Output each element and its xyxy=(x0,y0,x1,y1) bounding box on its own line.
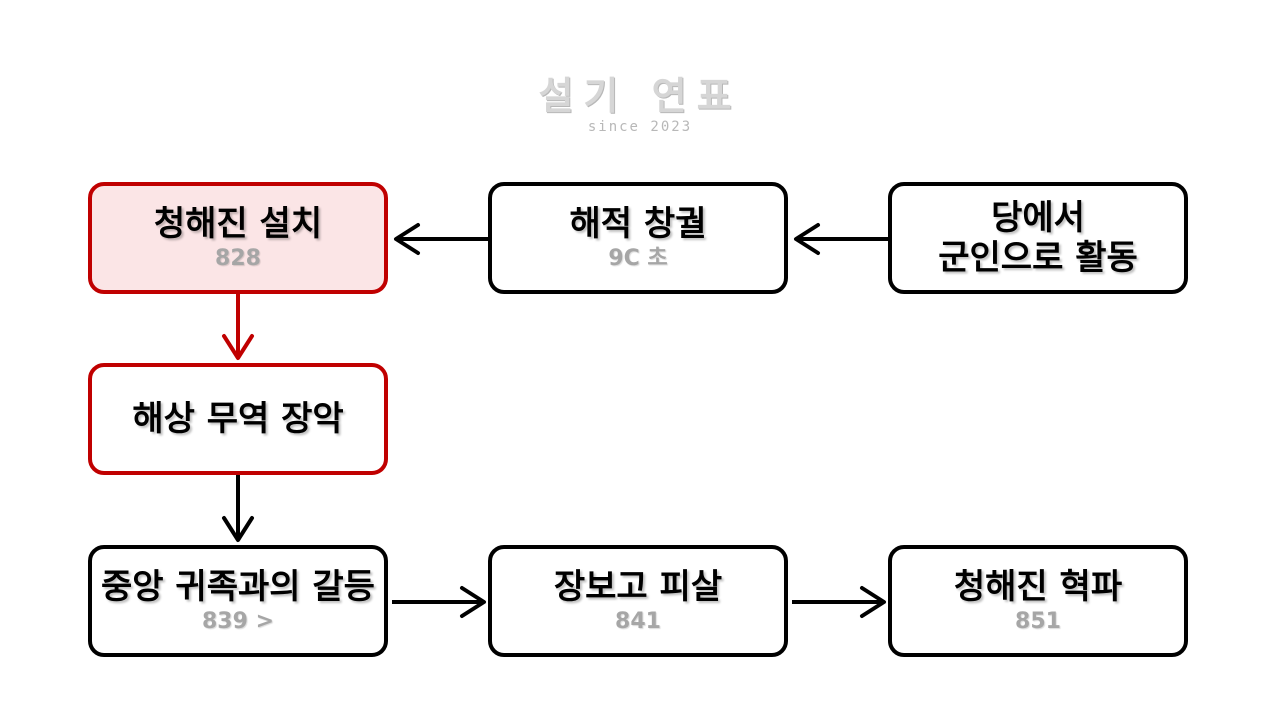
node-date: 841 xyxy=(615,609,661,634)
node-title: 청해진 설치 xyxy=(153,204,323,244)
node-conflict-with-nobles: 중앙 귀족과의 갈등 839 > xyxy=(88,545,388,657)
node-title: 중앙 귀족과의 갈등 xyxy=(101,567,375,607)
node-cheonghaejin-established: 청해진 설치 828 xyxy=(88,182,388,294)
node-date: 9C 초 xyxy=(608,246,668,271)
node-title: 해상 무역 장악 xyxy=(132,399,344,439)
node-maritime-trade: 해상 무역 장악 xyxy=(88,363,388,475)
node-soldier-in-tang: 당에서 군인으로 활동 xyxy=(888,182,1188,294)
node-date: 851 xyxy=(1015,609,1061,634)
node-date: 839 > xyxy=(201,609,274,634)
logo-subtitle: since 2023 xyxy=(587,119,693,135)
node-cheonghaejin-abolished: 청해진 혁파 851 xyxy=(888,545,1188,657)
node-pirates-rampant: 해적 창궐 9C 초 xyxy=(488,182,788,294)
node-title: 청해진 혁파 xyxy=(953,567,1123,607)
node-jangbogo-assassinated: 장보고 피살 841 xyxy=(488,545,788,657)
node-title: 장보고 피살 xyxy=(553,567,723,607)
node-date: 828 xyxy=(215,246,261,271)
node-title: 당에서 군인으로 활동 xyxy=(938,198,1138,278)
node-title: 해적 창궐 xyxy=(569,204,707,244)
logo-title: 설기 연표 xyxy=(538,74,742,118)
